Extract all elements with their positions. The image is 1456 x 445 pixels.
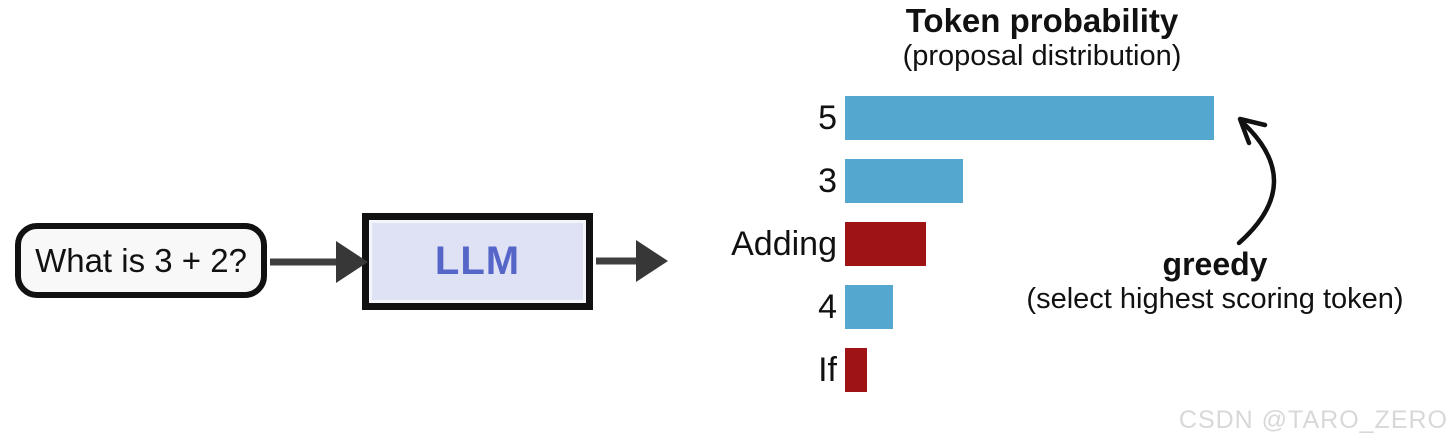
bar xyxy=(845,285,893,329)
greedy-label: greedy xyxy=(1162,246,1268,282)
curved-arrow-head xyxy=(1237,116,1268,146)
chart-row: 5 xyxy=(700,96,1214,140)
curved-arrow-icon xyxy=(1236,116,1277,246)
bar xyxy=(845,159,963,203)
bar xyxy=(845,96,1214,140)
chart-row: Adding xyxy=(700,222,1214,266)
bar-label: 5 xyxy=(818,99,837,137)
arrow-head xyxy=(636,240,668,282)
chart-subtitle: (proposal distribution) xyxy=(902,39,1182,72)
llm-label: LLM xyxy=(434,239,521,283)
prompt-box: What is 3 + 2? xyxy=(15,223,267,298)
chart-title-block: Token probability (proposal distribution… xyxy=(842,2,1242,73)
bar-label: Adding xyxy=(731,225,837,263)
arrow-right-icon xyxy=(596,240,668,282)
bar xyxy=(845,348,867,392)
greedy-annotation: greedy (select highest scoring token) xyxy=(985,246,1445,316)
curved-arrow-line xyxy=(1236,118,1277,246)
watermark: CSDN @TARO_ZERO xyxy=(1178,406,1448,434)
bar xyxy=(845,222,926,266)
chart-title: Token probability xyxy=(905,2,1179,39)
greedy-subtitle: (select highest scoring token) xyxy=(1026,282,1404,315)
chart-row: 3 xyxy=(700,159,1214,203)
chart-row: If xyxy=(700,348,1214,392)
llm-box: LLM xyxy=(362,213,593,310)
bar-label: 4 xyxy=(818,288,837,326)
prompt-text: What is 3 + 2? xyxy=(35,241,247,279)
arrow-right-icon xyxy=(270,241,368,283)
bar-label: If xyxy=(818,351,837,389)
chart-row: 4 xyxy=(700,285,1214,329)
bar-label: 3 xyxy=(818,162,837,200)
